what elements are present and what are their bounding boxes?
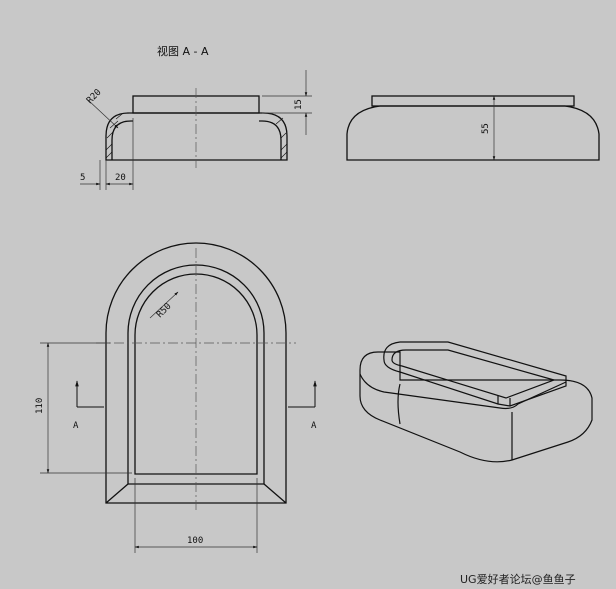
dim-height-total: 55 xyxy=(481,123,491,134)
top-lip-outer-outline xyxy=(127,264,265,485)
top-lip-inner-outline xyxy=(134,273,258,475)
iso-edge-side xyxy=(397,383,401,425)
section-mark-right: A xyxy=(311,421,317,431)
front-lip-outline xyxy=(371,95,575,107)
top-center-lines xyxy=(96,248,296,512)
dim-offset: 20 xyxy=(115,173,126,183)
section-hatch-left xyxy=(105,113,123,159)
isometric-view xyxy=(359,341,593,463)
front-view xyxy=(346,95,600,161)
top-view xyxy=(105,242,287,504)
dim-radius-outer: R20 xyxy=(85,88,104,107)
section-markers xyxy=(75,380,317,408)
dim-width: 100 xyxy=(187,536,203,546)
iso-base-outline xyxy=(359,351,593,463)
top-outer-outline xyxy=(105,242,287,504)
dim-depth: 110 xyxy=(35,398,45,414)
iso-lip-inner-outline xyxy=(391,349,556,399)
front-body-outline xyxy=(346,105,600,161)
section-dimension-lines xyxy=(80,70,312,190)
top-dimension-lines xyxy=(40,291,258,553)
section-title: 视图 A - A xyxy=(157,44,209,58)
section-mark-left: A xyxy=(73,421,79,431)
iso-base-top-edge xyxy=(359,373,567,410)
dim-height-lip: 15 xyxy=(294,99,304,110)
section-inner-wall-left xyxy=(111,120,133,160)
section-inner-wall-right xyxy=(259,120,282,160)
section-hatch-right xyxy=(275,117,288,159)
top-chamfer-right xyxy=(263,483,287,504)
top-chamfer-left xyxy=(105,483,129,504)
iso-lip-outline xyxy=(383,341,567,407)
watermark: UG爱好者论坛@鱼鱼子 xyxy=(460,572,576,586)
dim-radius-top: R50 xyxy=(155,302,174,321)
dim-wall: 5 xyxy=(80,173,85,183)
